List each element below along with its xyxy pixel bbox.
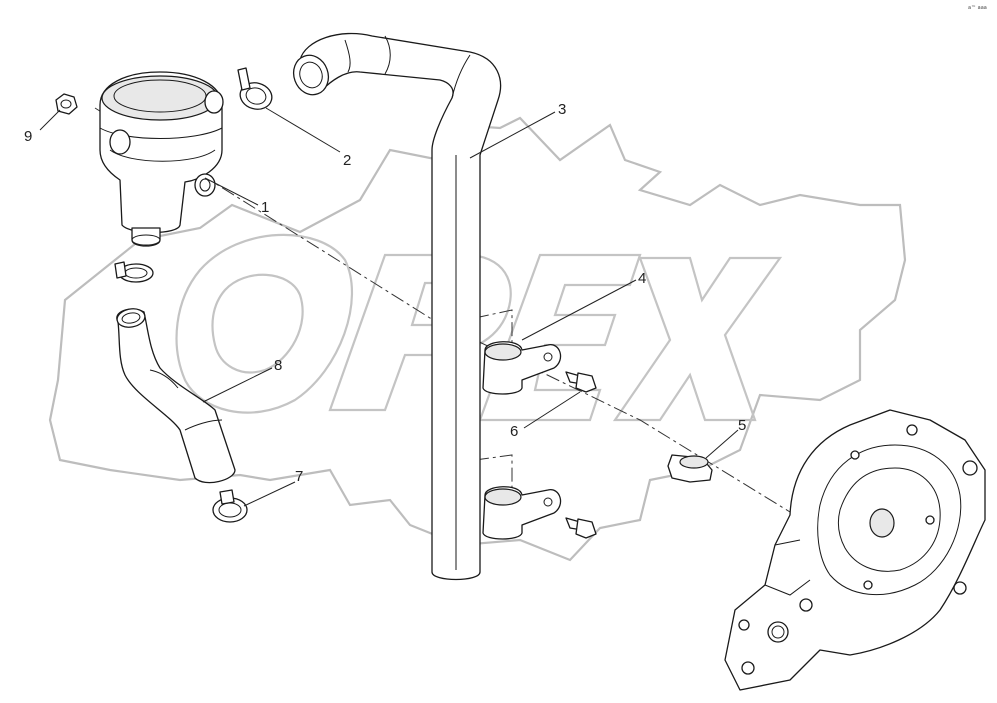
watermark-letter-e: [478, 253, 642, 422]
breather: [99, 71, 224, 247]
hose-clamp-upper: [237, 67, 273, 110]
leader-8: [202, 367, 273, 403]
nut: [55, 93, 78, 115]
clamp-centerline-upper: [474, 309, 513, 345]
watermark-letter-o: [175, 233, 354, 414]
callout-9: 9: [24, 128, 32, 145]
leader-9: [39, 109, 61, 131]
leader-2: [265, 107, 341, 153]
leader-6: [523, 391, 581, 429]
bolt-lower: [565, 517, 597, 539]
leader-1: [204, 177, 259, 206]
hose-clamp-lower: [212, 489, 248, 523]
leader-4: [521, 279, 637, 341]
engine-housing: [724, 409, 986, 691]
leader-5: [705, 429, 739, 459]
callout-1: 1: [261, 199, 269, 216]
spacer-bushing: [667, 454, 713, 483]
leader-lines: [39, 107, 739, 507]
leader-3: [469, 111, 556, 159]
callout-8: 8: [274, 357, 282, 374]
leader-7: [243, 481, 296, 507]
bolt-upper: [565, 371, 597, 393]
callout-labels: 1 2 3 4 5 6 7 8 9: [24, 101, 746, 485]
watermark-letter-x: [612, 256, 783, 422]
corner-code: a™ aaa: [968, 5, 987, 11]
pipe-clamp-lower: [482, 486, 562, 540]
callout-5: 5: [738, 417, 746, 434]
lower-hose: [116, 308, 236, 484]
vent-pipe: [292, 32, 502, 581]
callout-7: 7: [295, 468, 303, 485]
callout-6: 6: [510, 423, 518, 440]
hose-clamp-middle: [114, 261, 154, 283]
pipe-clamp-upper: [482, 341, 562, 395]
callout-2: 2: [343, 152, 351, 169]
callout-4: 4: [638, 270, 646, 287]
clamp-centerline-lower: [474, 454, 513, 500]
callout-3: 3: [558, 101, 566, 118]
